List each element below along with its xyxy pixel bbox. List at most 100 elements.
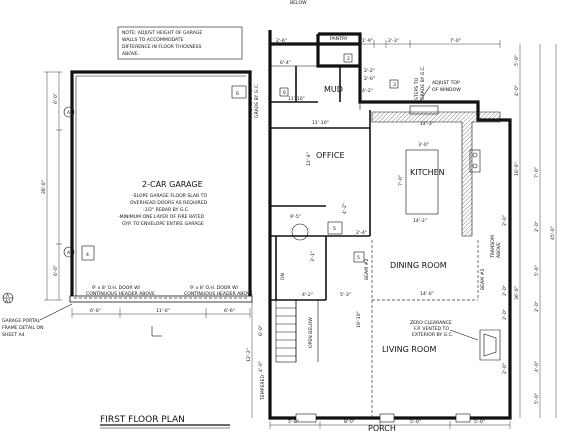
svg-text:2'-3": 2'-3" xyxy=(388,38,399,44)
svg-text:5'-0": 5'-0" xyxy=(534,393,540,404)
right-dimensions: 5'-0" 4'-0" 16'-0" 7'-0" 2'-0" 5'-6" 2'-… xyxy=(502,44,557,418)
svg-text:7'-0": 7'-0" xyxy=(534,167,540,178)
room-pantry: PANTRY xyxy=(330,36,348,42)
svg-text:ABOVE: ABOVE xyxy=(496,242,502,258)
svg-text:5'-0": 5'-0" xyxy=(514,55,520,66)
svg-text:36'-0": 36'-0" xyxy=(514,286,520,300)
svg-text:6: 6 xyxy=(236,91,239,97)
svg-text:12'-4": 12'-4" xyxy=(306,152,312,166)
svg-text:12'-2": 12'-2" xyxy=(246,348,252,362)
svg-text:3'-0": 3'-0" xyxy=(418,142,429,148)
room-kitchen: KITCHEN xyxy=(410,168,445,177)
dining-living: DINING ROOM 14'-0" LIVING ROOM 19'-10" B… xyxy=(356,235,502,361)
svg-text:SHEET A4: SHEET A4 xyxy=(2,332,25,338)
kitchen-island xyxy=(405,149,439,215)
svg-text:4'-0": 4'-0" xyxy=(258,361,264,372)
svg-text:2: 2 xyxy=(347,56,350,62)
svg-text:1'-9": 1'-9" xyxy=(362,38,373,44)
grid-marker-a-bottom xyxy=(63,246,75,258)
svg-text:-SLOPE GARAGE FLOOR SLAB TO: -SLOPE GARAGE FLOOR SLAB TO xyxy=(132,193,207,199)
svg-text:2'-2": 2'-2" xyxy=(364,68,375,74)
svg-text:14'-0": 14'-0" xyxy=(420,291,434,297)
svg-text:11'-10": 11'-10" xyxy=(288,96,305,102)
svg-text:PT STEPS TO: PT STEPS TO xyxy=(248,88,254,118)
svg-text:9' x 8' O.H. DOOR W/: 9' x 8' O.H. DOOR W/ xyxy=(190,285,239,291)
svg-text:3: 3 xyxy=(393,82,396,88)
svg-text:5'-3": 5'-3" xyxy=(340,292,351,298)
svg-text:A: A xyxy=(6,293,10,299)
svg-text:3'-1": 3'-1" xyxy=(310,251,316,262)
svg-text:6'-6": 6'-6" xyxy=(90,308,101,314)
svg-text:NOTE: ADJUST HEIGHT OF GARAGE: NOTE: ADJUST HEIGHT OF GARAGE xyxy=(122,30,202,36)
garage-wall-note: NOTE: ADJUST HEIGHT OF GARAGE WALLS TO A… xyxy=(117,26,243,60)
svg-text:45'-0": 45'-0" xyxy=(550,226,556,240)
svg-text:ADJUST TOP: ADJUST TOP xyxy=(432,80,460,86)
porch-windows xyxy=(295,413,471,423)
svg-text:STEPS TO: STEPS TO xyxy=(414,77,420,100)
svg-text:DIFFERENCE IN FLOOR THICKNESS: DIFFERENCE IN FLOOR THICKNESS xyxy=(122,44,201,50)
svg-text:9'-5": 9'-5" xyxy=(290,214,301,220)
svg-text:6: 6 xyxy=(283,90,286,96)
svg-text:7'-0": 7'-0" xyxy=(398,175,404,186)
svg-text:BEAM #2: BEAM #2 xyxy=(364,259,370,280)
sink xyxy=(409,105,439,115)
svg-text:16'-0": 16'-0" xyxy=(514,162,520,176)
svg-text:-1/2" REBAR BY G.C.: -1/2" REBAR BY G.C. xyxy=(143,207,190,213)
svg-text:9' x 8' O.H. DOOR W/: 9' x 8' O.H. DOOR W/ xyxy=(92,285,141,291)
svg-text:4: 4 xyxy=(86,252,89,258)
overhead-door-header xyxy=(69,295,253,303)
svg-text:4'-2": 4'-2" xyxy=(302,292,313,298)
svg-text:ZERO CLEARANCE: ZERO CLEARANCE xyxy=(410,320,452,326)
svg-text:7'-0": 7'-0" xyxy=(450,38,461,44)
svg-text:FRAME DETAIL ON: FRAME DETAIL ON xyxy=(2,325,44,331)
svg-text:F.P. VENTED TO: F.P. VENTED TO xyxy=(414,326,449,332)
svg-text:2'-0": 2'-0" xyxy=(502,363,508,374)
garage-door-tag xyxy=(81,245,95,261)
bath-hall: 9'-5" 4'-2" 2'-4" 3'-1" 4'-2" 5'-3" 5 5 xyxy=(290,203,367,298)
svg-text:28'-0": 28'-0" xyxy=(41,180,47,194)
svg-text:-MINIMUM ONE LAYER OF FIRE RAT: -MINIMUM ONE LAYER OF FIRE RATED xyxy=(118,214,205,220)
room-office: OFFICE xyxy=(316,151,345,160)
garage-bottom-dimensions: 6'-6" 11'-0" 6'-6" xyxy=(71,308,251,337)
plan-title: FIRST FLOOR PLAN xyxy=(100,415,230,429)
range xyxy=(469,149,481,173)
svg-text:GRADE BY G.C.: GRADE BY G.C. xyxy=(420,66,426,100)
svg-text:A: A xyxy=(67,110,71,116)
svg-text:5: 5 xyxy=(357,255,360,261)
svg-text:GYP. TO ENVELOPE ENTIRE GARAGE: GYP. TO ENVELOPE ENTIRE GARAGE xyxy=(122,221,204,227)
mud-pantry: PANTRY MUD 6'-4" 11'-10" 6 3 2 4'-2" 2'-… xyxy=(279,0,426,102)
stairs: DN OPEN BELOW TEMPERED 12'-2" 6'-0" 4'-0… xyxy=(246,273,314,418)
svg-text:2'-4": 2'-4" xyxy=(356,230,367,236)
portal-note: A A1 GARAGE PORTAL FRAME DETAIL ON SHEET… xyxy=(2,292,73,338)
room-living: LIVING ROOM xyxy=(382,345,437,354)
svg-text:11'-10": 11'-10" xyxy=(312,120,329,126)
svg-text:14'-3": 14'-3" xyxy=(413,218,427,224)
svg-text:OPEN BELOW: OPEN BELOW xyxy=(308,317,314,348)
svg-text:5'-0": 5'-0" xyxy=(410,419,421,425)
svg-text:GARAGE PORTAL: GARAGE PORTAL xyxy=(2,318,41,324)
svg-text:2'-6": 2'-6" xyxy=(276,38,287,44)
svg-text:6'-6": 6'-6" xyxy=(224,308,235,314)
svg-text:TRANSOM: TRANSOM xyxy=(490,235,496,259)
svg-text:19'-10": 19'-10" xyxy=(356,311,362,328)
svg-text:2'-0": 2'-0" xyxy=(502,309,508,320)
svg-text:5'-0": 5'-0" xyxy=(288,419,299,425)
svg-text:11'-0": 11'-0" xyxy=(156,308,170,314)
garage-walls xyxy=(70,70,252,300)
svg-text:5'-6": 5'-6" xyxy=(534,265,540,276)
svg-text:4'-2": 4'-2" xyxy=(342,203,348,214)
svg-text:OVERHEAD DOORS AS REQUIRED: OVERHEAD DOORS AS REQUIRED xyxy=(130,200,208,206)
room-dining: DINING ROOM xyxy=(390,261,447,270)
svg-text:14'-3": 14'-3" xyxy=(420,121,434,127)
svg-text:CONTINUOUS HEADER ABOVE: CONTINUOUS HEADER ABOVE xyxy=(86,291,155,297)
svg-text:WALLS TO ACCOMMODATE: WALLS TO ACCOMMODATE xyxy=(122,37,183,43)
svg-text:OF WINDOW: OF WINDOW xyxy=(432,87,461,93)
page-title: FIRST FLOOR PLAN xyxy=(100,415,185,425)
svg-text:2'-6": 2'-6" xyxy=(364,76,375,82)
fireplace xyxy=(479,329,501,361)
svg-text:DN: DN xyxy=(280,273,286,280)
svg-text:5'-0": 5'-0" xyxy=(474,419,485,425)
svg-text:2'-0": 2'-0" xyxy=(534,301,540,312)
room-mud: MUD xyxy=(324,85,343,94)
svg-text:6'-0": 6'-0" xyxy=(53,93,59,104)
